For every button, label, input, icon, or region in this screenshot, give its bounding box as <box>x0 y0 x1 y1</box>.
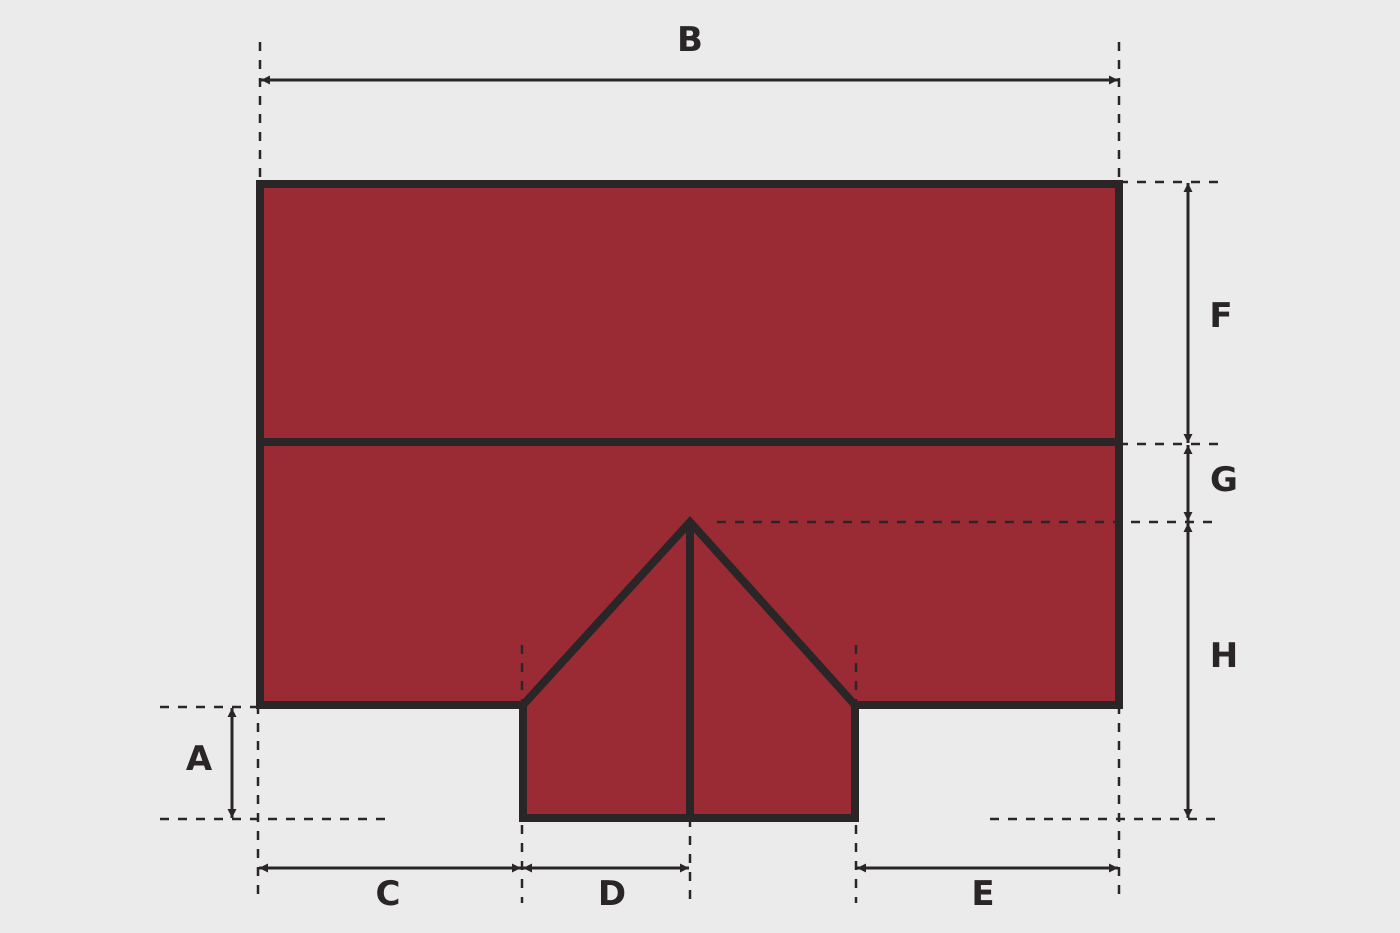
label-b: B <box>677 20 703 60</box>
dimension-lines <box>227 75 1193 873</box>
label-c: C <box>376 874 401 914</box>
dimension-labels: B F G H A C D E <box>186 20 1238 914</box>
label-e: E <box>971 874 994 914</box>
label-h: H <box>1210 636 1238 676</box>
label-d: D <box>598 874 626 914</box>
main-roof-outline <box>256 180 1123 822</box>
roof-plan <box>256 180 1123 822</box>
label-g: G <box>1210 460 1238 500</box>
extension-lines <box>160 42 1220 903</box>
label-a: A <box>186 739 213 779</box>
label-f: F <box>1209 296 1232 336</box>
